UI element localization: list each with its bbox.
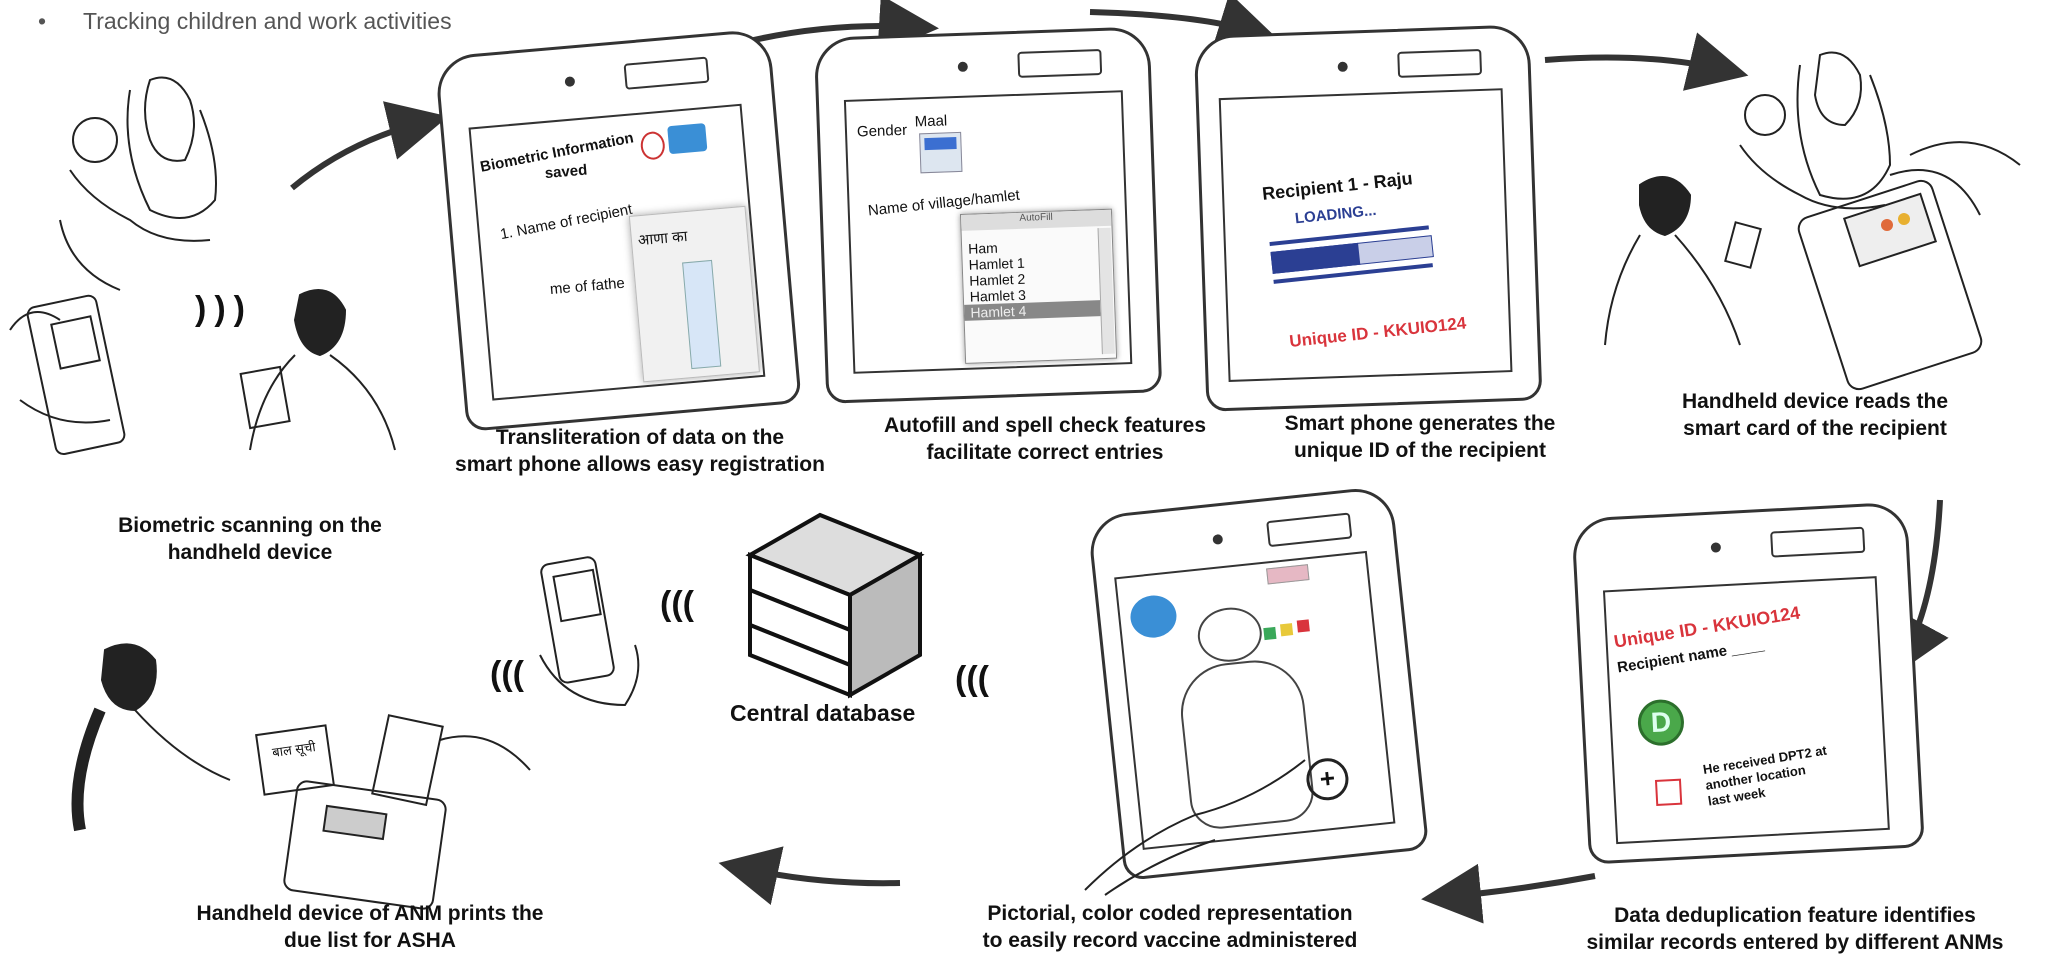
biometric-caption-line2: handheld device xyxy=(167,541,333,564)
database-waves-phone: ((( xyxy=(490,655,524,693)
arrow-3 xyxy=(1089,0,1278,51)
gender-label: Gender xyxy=(856,121,908,141)
arrow-4 xyxy=(1544,32,1749,91)
phone-earpiece xyxy=(623,56,710,90)
smart-card-caption-line1: Handheld device reads the xyxy=(1681,390,1949,413)
unique-id-screen: Recipient 1 - Raju LOADING... Unique ID … xyxy=(1218,88,1513,382)
transliteration-screen: Biometric Information saved 1. Name of r… xyxy=(468,103,766,401)
hand-sketch xyxy=(1084,759,1306,896)
unique-id-caption-line2: unique ID of the recipient xyxy=(1293,439,1546,462)
autofill-phone: Gender Maal Name of village/hamlet AutoF… xyxy=(813,26,1163,404)
autofill-screen: Gender Maal Name of village/hamlet AutoF… xyxy=(843,90,1133,374)
unique-id-caption-line1: Smart phone generates the xyxy=(1284,412,1556,435)
vaccine-marker-red[interactable] xyxy=(1296,619,1310,633)
autofill-caption: Autofill and spell check features facili… xyxy=(860,412,1230,466)
arrow-2 xyxy=(744,0,939,55)
smart-card-illustration xyxy=(1604,51,2021,391)
phone-earpiece xyxy=(1770,526,1866,558)
screen-title-line2: saved xyxy=(544,161,588,183)
transliteration-keyboard[interactable]: आणा का xyxy=(628,205,760,383)
arrow-7 xyxy=(718,846,901,905)
gender-dropdown[interactable] xyxy=(919,131,963,174)
fingerprint-icon xyxy=(639,130,666,161)
gender-value: Maal xyxy=(914,112,948,131)
print-caption: Handheld device of ANM prints the due li… xyxy=(160,900,580,954)
phone-camera xyxy=(957,61,968,72)
biometric-illustration xyxy=(9,76,396,456)
transliteration-caption-line2: smart phone allows easy registration xyxy=(455,453,825,476)
autofill-scrollbar[interactable] xyxy=(1097,227,1115,355)
dedup-badge-letter: D xyxy=(1650,706,1672,739)
biometric-waves: ))) xyxy=(195,290,253,328)
database-waves-left: ((( xyxy=(660,585,694,623)
print-illustration xyxy=(71,643,531,910)
autofill-header: AutoFill xyxy=(960,209,1112,231)
vaccine-marker-pink[interactable] xyxy=(1266,564,1310,585)
biometric-caption: Biometric scanning on the handheld devic… xyxy=(85,512,415,566)
phone-camera xyxy=(1212,533,1224,545)
dedup-caption: Data deduplication feature identifies si… xyxy=(1560,902,2030,956)
unique-id-text: Unique ID - KKUIO124 xyxy=(1288,313,1468,351)
smart-card-chip xyxy=(1898,213,1910,225)
autofill-option[interactable]: Hamlet 2 xyxy=(969,270,1026,289)
transliteration-caption-line1: Transliteration of data on the xyxy=(495,426,785,449)
autofill-option-selected[interactable]: Hamlet 4 xyxy=(964,300,1101,321)
unique-id-caption: Smart phone generates the unique ID of t… xyxy=(1250,410,1590,464)
arrow-1 xyxy=(290,101,449,191)
phone-camera xyxy=(1710,542,1722,553)
header-bullet-text: Tracking children and work activities xyxy=(83,8,452,34)
autofill-caption-line2: facilitate correct entries xyxy=(926,441,1164,464)
body-outline xyxy=(1195,604,1265,665)
arrow-6 xyxy=(1421,863,1596,924)
vaccine-marker-yellow[interactable] xyxy=(1279,623,1294,637)
field-father-name: me of fathe xyxy=(549,274,626,299)
biometric-caption-line1: Biometric scanning on the xyxy=(118,514,382,537)
dedup-badge-icon: D xyxy=(1636,698,1686,747)
smart-card-caption-line2: smart card of the recipient xyxy=(1683,417,1947,440)
pictorial-caption-line1: Pictorial, color coded representation xyxy=(987,902,1353,925)
field-name-of-recipient: 1. Name of recipient xyxy=(498,200,634,244)
folder-icon[interactable] xyxy=(1128,593,1179,640)
pictorial-caption: Pictorial, color coded representation to… xyxy=(960,900,1380,954)
gender-highlight xyxy=(924,137,957,151)
autofill-caption-line1: Autofill and spell check features xyxy=(883,414,1207,437)
smart-card-caption: Handheld device reads the smart card of … xyxy=(1625,388,2005,442)
loading-label: LOADING... xyxy=(1294,201,1378,228)
vaccine-marker-green[interactable] xyxy=(1263,626,1277,641)
transliteration-phone: Biometric Information saved 1. Name of r… xyxy=(434,28,802,432)
transliteration-caption: Transliteration of data on the smart pho… xyxy=(440,424,840,478)
pictorial-caption-line2: to easily record vaccine administered xyxy=(982,929,1358,952)
dedup-caption-line2: similar records entered by different ANM… xyxy=(1586,931,2004,954)
autofill-dropdown[interactable]: AutoFill Ham Hamlet 1 Hamlet 2 Hamlet 3 … xyxy=(959,208,1118,364)
unique-id-phone: Recipient 1 - Raju LOADING... Unique ID … xyxy=(1193,24,1543,412)
dedup-screen: Unique ID - KKUIO124 Recipient name ____… xyxy=(1602,576,1890,845)
bullet-marker: • xyxy=(38,8,47,34)
print-caption-line1: Handheld device of ANM prints the xyxy=(196,902,544,925)
database-waves-right: ((( xyxy=(955,660,989,698)
database-illustration xyxy=(745,512,925,699)
mobile-phone-illustration xyxy=(539,556,640,707)
phone-earpiece xyxy=(1017,48,1103,78)
dedup-caption-line1: Data deduplication feature identifies xyxy=(1614,904,1976,927)
keyboard-key-column[interactable] xyxy=(682,259,722,370)
dedup-note: He received DPT2 at another location las… xyxy=(1702,743,1833,810)
phone-earpiece xyxy=(1397,48,1483,78)
phone-camera xyxy=(564,76,576,88)
phone-earpiece xyxy=(1266,512,1353,548)
print-caption-line2: due list for ASHA xyxy=(284,929,456,952)
database-caption: Central database xyxy=(730,700,916,726)
autofill-option[interactable]: Ham xyxy=(967,239,998,257)
dedup-phone: Unique ID - KKUIO124 Recipient name ____… xyxy=(1571,501,1925,865)
loading-progress-bar xyxy=(1269,225,1434,285)
smart-card-chip xyxy=(1881,219,1893,231)
autofill-option[interactable]: Hamlet 1 xyxy=(968,254,1025,273)
progress-fill xyxy=(1270,242,1361,274)
recipient-label: Recipient 1 - Raju xyxy=(1261,168,1414,204)
hindi-suggestion: आणा का xyxy=(637,228,689,250)
phone-camera xyxy=(1337,61,1348,72)
flag-icon xyxy=(1654,778,1683,806)
autofill-option[interactable]: Hamlet 3 xyxy=(969,286,1027,305)
folder-icon xyxy=(667,123,708,155)
